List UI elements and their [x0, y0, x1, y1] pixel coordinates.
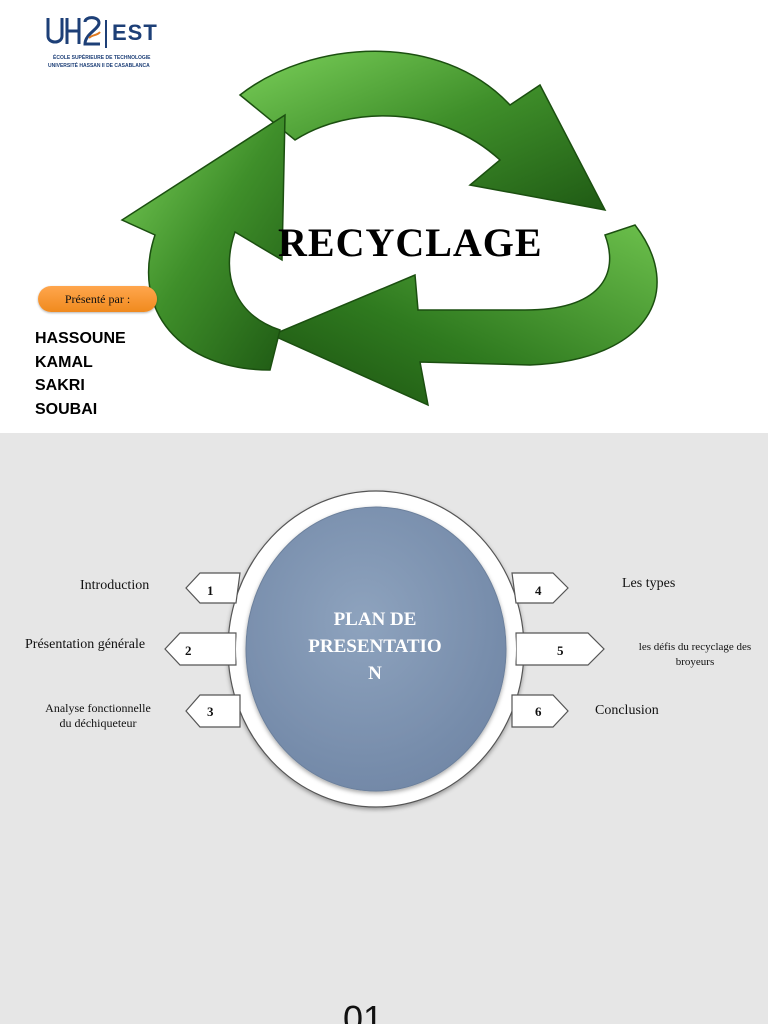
agenda-item-types: Les types	[622, 576, 676, 591]
tab-4	[511, 572, 569, 604]
agenda-item-defis: les défis du recyclage des broyeurs	[638, 641, 752, 668]
agenda-item-conclusion: Conclusion	[595, 703, 659, 718]
agenda-item-analyse: Analyse fonctionnelle du déchiqueteur	[45, 701, 151, 730]
author-name: KAMAL	[35, 353, 93, 371]
presented-by-badge: Présenté par :	[38, 286, 157, 312]
author-name: HASSOUNE	[35, 330, 126, 347]
agenda-item-introduction: Introduction	[80, 578, 150, 593]
item-number: 4	[535, 583, 542, 598]
item-number: 1	[207, 583, 214, 598]
author-name: SAKRI	[35, 377, 85, 394]
item-number: 5	[557, 643, 564, 658]
uh2c-logo-icon	[46, 16, 101, 46]
school-logo: EST ÉCOLE SUPÉRIEURE DE TECHNOLOGIE UNIV…	[45, 14, 160, 74]
logo-school-name: ÉCOLE SUPÉRIEURE DE TECHNOLOGIE	[53, 55, 151, 61]
tab-3	[185, 694, 241, 728]
logo-acronym: EST	[112, 20, 158, 45]
tab-1	[185, 572, 241, 604]
item-number: 3	[207, 704, 214, 719]
tab-6	[511, 694, 569, 728]
center-title: PLAN DE PRESENTATIO N	[308, 609, 442, 684]
tab-5	[515, 632, 605, 666]
slide-title: RECYCLAGE	[278, 220, 543, 265]
agenda-slide: PLAN DE PRESENTATIO N 1 2 3 4 5 6 Introd…	[0, 433, 768, 1024]
agenda-diagram	[164, 490, 605, 808]
agenda-item-presentation: Présentation générale	[25, 637, 146, 652]
item-number: 2	[185, 643, 192, 658]
logo-separator	[105, 20, 107, 48]
logo-university-name: UNIVERSITÉ HASSAN II DE CASABLANCA	[48, 63, 150, 69]
author-name: SOUBAI	[35, 400, 98, 418]
center-circle	[245, 506, 507, 792]
item-number: 6	[535, 704, 542, 719]
recycle-arrows-icon	[120, 50, 658, 407]
authors-list: HASSOUNE KAMAL SAKRI SOUBAI	[35, 327, 126, 421]
title-slide: EST ÉCOLE SUPÉRIEURE DE TECHNOLOGIE UNIV…	[0, 0, 768, 433]
slide-number: 01	[343, 998, 384, 1024]
tab-2	[164, 632, 237, 666]
